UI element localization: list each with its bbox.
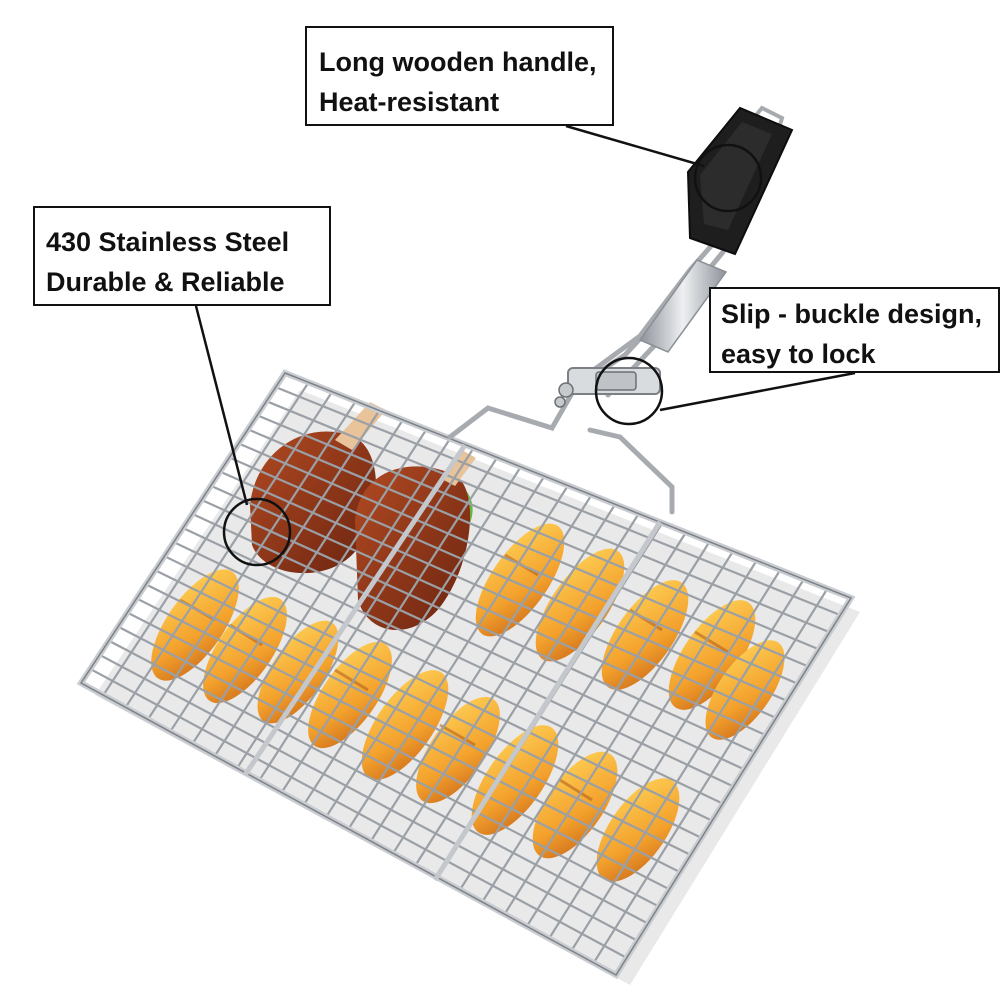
- chicken-leg: [250, 431, 377, 574]
- mesh-wire: [89, 667, 628, 959]
- steel-shank: [638, 259, 728, 353]
- buckle-callout: Slip - buckle design, easy to lock: [709, 287, 1000, 373]
- black-handle-highlight: [700, 122, 772, 230]
- handle-leader-line: [565, 124, 705, 168]
- handle-callout: Long wooden handle, Heat-resistant: [305, 26, 614, 126]
- mesh-wire: [266, 400, 831, 634]
- mesh-wire: [256, 414, 820, 651]
- mesh-wire: [201, 498, 756, 754]
- steel-leader-line: [194, 305, 249, 506]
- handle-marker-circle: [693, 143, 763, 213]
- buckle-callout-line2: easy to lock: [721, 339, 876, 369]
- mesh-wire: [136, 597, 681, 874]
- mesh-wire: [163, 555, 713, 822]
- divider-bar: [432, 520, 663, 882]
- mesh-wire: [99, 653, 638, 942]
- handle-callout-line1: Long wooden handle,: [319, 47, 597, 77]
- mesh-wire: [182, 527, 734, 788]
- buckle-leader-line: [659, 371, 856, 412]
- mesh-wire: [154, 569, 702, 839]
- food: [151, 402, 785, 882]
- mesh-wire: [173, 541, 724, 805]
- buckle-marker-circle: [594, 356, 664, 426]
- mesh-wire: [191, 512, 745, 771]
- mesh-wire: [117, 625, 660, 908]
- mesh-wire: [126, 611, 670, 891]
- steel-callout-line2: Durable & Reliable: [46, 267, 285, 297]
- mesh-wire: [210, 484, 766, 737]
- mesh-wire: [145, 583, 692, 857]
- slip-buckle: [554, 367, 661, 408]
- divider-bar: [242, 443, 468, 777]
- handle-callout-line2: Heat-resistant: [319, 87, 500, 117]
- buckle-callout-line1: Slip - buckle design,: [721, 299, 983, 329]
- mesh-wire: [238, 442, 799, 685]
- basket-frame-edge: [79, 372, 853, 976]
- mesh-wire: [275, 386, 841, 617]
- steel-marker-circle: [222, 497, 292, 567]
- mesh-wire: [228, 456, 788, 702]
- callout-markers: [194, 124, 856, 567]
- mesh-wire: [219, 470, 777, 719]
- potato-wedges: [151, 523, 785, 882]
- chicken-bone: [335, 402, 386, 450]
- mesh-wire: [108, 639, 649, 925]
- steel-callout-line1: 430 Stainless Steel: [46, 227, 290, 257]
- mesh-wire: [247, 428, 809, 668]
- wire-mesh: [89, 381, 841, 964]
- steel-callout: 430 Stainless Steel Durable & Reliable: [33, 206, 331, 306]
